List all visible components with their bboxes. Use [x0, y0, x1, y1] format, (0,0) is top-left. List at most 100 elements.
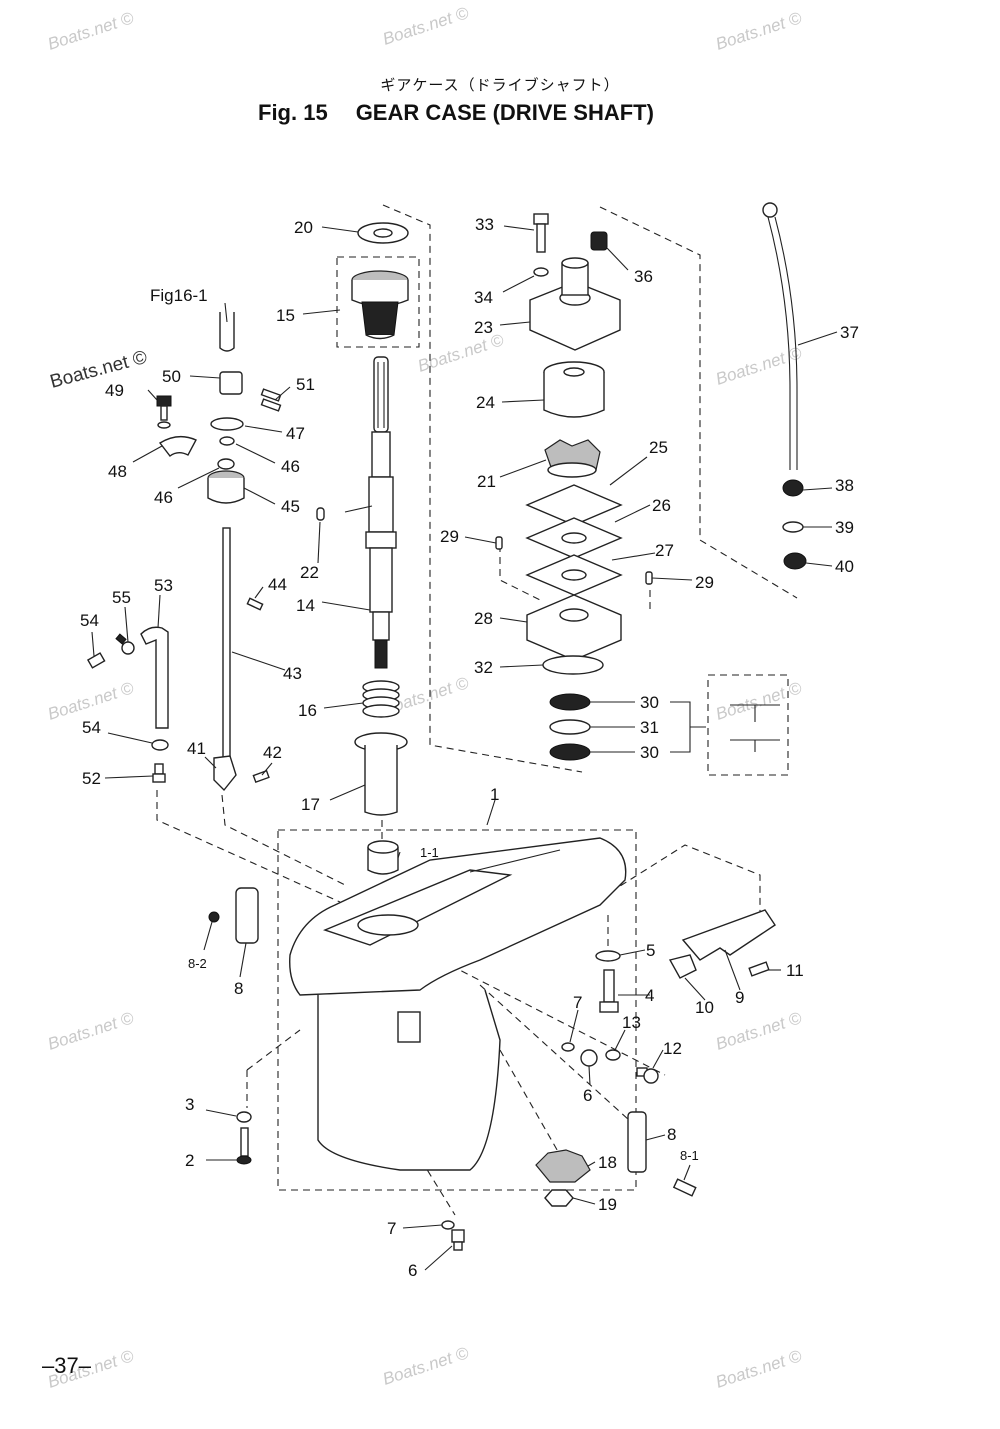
watermark-text: Boats.net ©: [713, 1346, 804, 1392]
callout-12: 12: [663, 1039, 682, 1058]
callout-36: 36: [634, 267, 653, 286]
part-48-bracket: [158, 435, 197, 457]
part-28-pump-base: [526, 594, 622, 661]
part-1-1-bushing: [367, 840, 399, 875]
callout-48: 48: [108, 462, 127, 481]
parts: [86, 202, 807, 1251]
watermark-text: Boats.net ©: [713, 678, 804, 724]
part-7-washer: [441, 1220, 455, 1230]
part-53-hose: [140, 626, 169, 729]
part-23-pump-housing: [529, 257, 621, 351]
callout-6-upper: 6: [583, 1086, 592, 1105]
callout-29-left: 29: [440, 527, 459, 546]
page-number: –37–: [42, 1353, 91, 1378]
fig16-reference-label: Fig16-1: [150, 286, 208, 305]
part-3-washer: [236, 1111, 252, 1123]
callout-54-lower: 54: [82, 718, 101, 737]
figure-number: Fig. 15: [258, 100, 328, 125]
callout-38: 38: [835, 476, 854, 495]
callout-53: 53: [154, 576, 173, 595]
part-11-screw: [748, 961, 770, 977]
callout-11: 11: [786, 961, 804, 980]
callout-41: 41: [187, 739, 206, 758]
callout-23: 23: [474, 318, 493, 337]
part-5-washer: [595, 950, 621, 962]
callout-16: 16: [298, 701, 317, 720]
part-4-bolt: [599, 969, 619, 1013]
callout-45: 45: [281, 497, 300, 516]
part-32-seal: [542, 655, 604, 675]
callout-1: 1: [490, 785, 499, 804]
part-18-pinion-gear: [535, 1149, 591, 1183]
callout-15: 15: [276, 306, 295, 325]
part-30-oil-seal: [549, 743, 591, 761]
part-55-fitting: [115, 633, 135, 655]
watermark-text: Boats.net ©: [45, 678, 136, 724]
callout-55: 55: [112, 588, 131, 607]
part-42-pin: [252, 769, 270, 784]
callout-10: 10: [695, 998, 714, 1017]
part-54-clamp: [151, 739, 169, 751]
part-37-water-tube: [762, 202, 798, 470]
part-41-shift-cam: [213, 755, 237, 792]
japanese-figure-title: ギアケース（ドライブシャフト）: [380, 76, 620, 94]
callout-2: 2: [185, 1151, 194, 1170]
callout-46-lower: 46: [154, 488, 173, 507]
watermark-text: Boats.net ©: [713, 8, 804, 54]
callout-42: 42: [263, 743, 282, 762]
leader-lines: [91, 225, 838, 1271]
part-43-shift-rod: [222, 527, 231, 759]
callout-25: 25: [649, 438, 668, 457]
watermark-text: Boats.net ©: [713, 1008, 804, 1054]
fig16-reference-part: [219, 312, 235, 352]
part-8-1-bolt: [672, 1178, 697, 1197]
callout-8-1: 8-1: [680, 1148, 699, 1163]
figure-caption: GEAR CASE (DRIVE SHAFT): [355, 100, 654, 125]
part-54-nipple: [86, 652, 106, 669]
callout-34: 34: [474, 288, 493, 307]
callout-22: 22: [300, 563, 319, 582]
callout-29-right: 29: [695, 573, 714, 592]
callout-54-upper: 54: [80, 611, 99, 630]
callout-19: 19: [598, 1195, 617, 1214]
callout-26: 26: [652, 496, 671, 515]
part-1-gear-case: [289, 837, 627, 1171]
callout-17: 17: [301, 795, 320, 814]
part-52-fitting: [152, 763, 166, 783]
part-34-washer: [533, 267, 549, 277]
part-33-bolt: [533, 213, 549, 253]
callout-13: 13: [622, 1013, 641, 1032]
callout-labels: Fig16-1 20 15 50 51 49 47 46 48 46 45 22…: [80, 215, 859, 1280]
callout-40: 40: [835, 557, 854, 576]
part-36-grommet: [590, 231, 608, 251]
part-9-trim-tab: [681, 909, 776, 961]
part-16-spring: [362, 680, 400, 718]
callout-52: 52: [82, 769, 101, 788]
callout-24: 24: [476, 393, 495, 412]
part-25-gasket: [525, 484, 623, 526]
callout-27: 27: [655, 541, 674, 560]
part-46-seal: [219, 436, 235, 446]
part-21-impeller: [544, 439, 601, 478]
part-22-key: [316, 507, 325, 521]
callout-8-left: 8: [234, 979, 243, 998]
callout-7-upper: 7: [573, 993, 582, 1012]
callout-14: 14: [296, 596, 315, 615]
part-8-2-bolt: [208, 911, 220, 923]
callout-46-upper: 46: [281, 457, 300, 476]
callout-43: 43: [283, 664, 302, 683]
part-6-plug: [580, 1049, 598, 1067]
watermark-text: Boats.net ©: [45, 1008, 136, 1054]
part-45-grommet: [207, 470, 245, 504]
part-31-spacer: [549, 719, 591, 735]
part-8-anode: [235, 887, 259, 944]
part-17-sleeve: [354, 732, 408, 816]
callout-1-1: 1-1: [420, 845, 439, 860]
callout-31: 31: [640, 718, 659, 737]
callout-8-right: 8: [667, 1125, 676, 1144]
watermark-text: Boats.net ©: [45, 8, 136, 54]
callout-44: 44: [268, 575, 287, 594]
part-15-bearing: [351, 270, 409, 340]
part-2-bolt: [236, 1127, 252, 1165]
